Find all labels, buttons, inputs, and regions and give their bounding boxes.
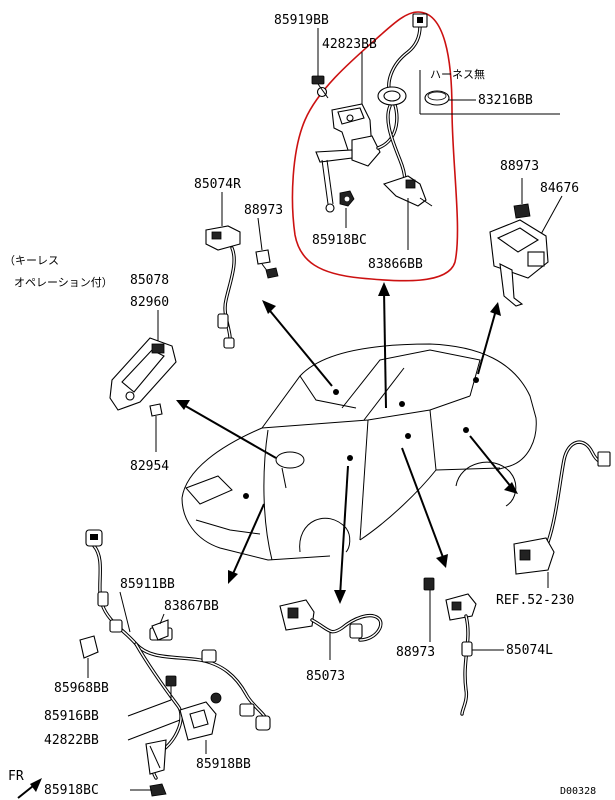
floor-harness bbox=[79, 529, 271, 797]
vehicle-body bbox=[181, 343, 537, 561]
label-keyless-note-2: オペレーション付） bbox=[14, 276, 113, 289]
label-85918BB: 85918BB bbox=[196, 757, 251, 772]
label-85074L: 85074L bbox=[506, 643, 553, 658]
antenna-82960 bbox=[109, 310, 177, 452]
label-88973-bottom: 88973 bbox=[396, 645, 435, 660]
door-switch-85074L bbox=[423, 577, 504, 716]
label-85968BB: 85968BB bbox=[54, 681, 109, 696]
label-keyless-note-1: （キーレス bbox=[4, 254, 59, 267]
label-88973-right: 88973 bbox=[500, 159, 539, 174]
location-arrows bbox=[176, 282, 518, 604]
leader-lines bbox=[87, 591, 431, 791]
label-85078: 85078 bbox=[130, 273, 169, 288]
module-84676 bbox=[489, 178, 563, 307]
part-labels: 85919BB 42823BB ハーネス無 83216BB 85918BC 83… bbox=[4, 13, 596, 798]
label-85918BC-top: 85918BC bbox=[312, 233, 367, 248]
label-85074R: 85074R bbox=[194, 177, 241, 192]
label-fr: FR bbox=[8, 769, 24, 784]
label-83867BB: 83867BB bbox=[164, 599, 219, 614]
harness-ref-52-230 bbox=[513, 440, 611, 588]
label-85073: 85073 bbox=[306, 669, 345, 684]
label-85919BB: 85919BB bbox=[274, 13, 329, 28]
label-83216BB: 83216BB bbox=[478, 93, 533, 108]
label-82954: 82954 bbox=[130, 459, 169, 474]
figure-id: D00328 bbox=[560, 786, 596, 797]
front-direction-arrow bbox=[17, 778, 42, 799]
highlight-outline bbox=[291, 11, 459, 282]
label-85916BB: 85916BB bbox=[44, 709, 99, 724]
label-88973-left: 88973 bbox=[244, 203, 283, 218]
door-switch-85074R bbox=[205, 192, 279, 349]
label-harness-none: ハーネス無 bbox=[430, 67, 485, 81]
label-84676: 84676 bbox=[540, 181, 579, 196]
plug-83216BB bbox=[419, 70, 560, 115]
label-42822BB: 42822BB bbox=[44, 733, 99, 748]
label-42823BB: 42823BB bbox=[322, 37, 377, 52]
label-ref-52-230: REF.52-230 bbox=[496, 593, 574, 608]
label-82960: 82960 bbox=[130, 295, 169, 310]
height-sensor-assembly bbox=[311, 13, 433, 250]
label-83866BB: 83866BB bbox=[368, 257, 423, 272]
sensor-85073 bbox=[279, 599, 383, 660]
label-85918BC-bottom: 85918BC bbox=[44, 783, 99, 798]
label-85911BB: 85911BB bbox=[120, 577, 175, 592]
